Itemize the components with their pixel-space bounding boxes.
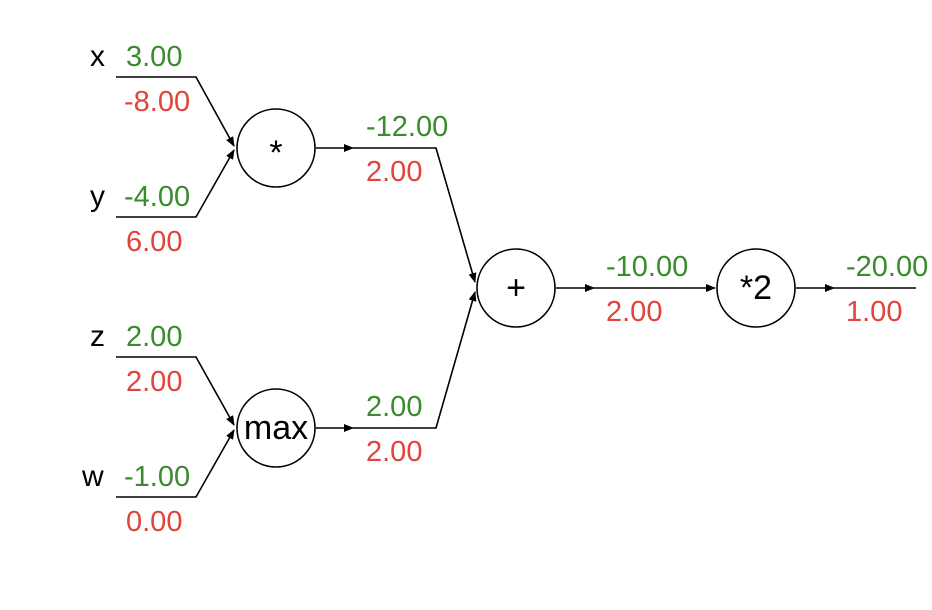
input-x-name: x <box>90 40 105 73</box>
wire-max-to-add <box>353 291 477 429</box>
wire-z-to-max <box>116 356 235 426</box>
node-max-gradient: 2.00 <box>366 436 422 468</box>
node-multiply-value: -12.00 <box>366 111 448 143</box>
input-y-name: y <box>90 180 105 213</box>
input-y-gradient: 6.00 <box>126 226 182 258</box>
input-y: y -4.00 6.00 <box>90 149 235 258</box>
node-add: + -10.00 2.00 <box>476 248 716 328</box>
node-add-gradient: 2.00 <box>606 296 662 328</box>
input-x-value: 3.00 <box>126 41 182 73</box>
input-w-name: w <box>81 460 104 493</box>
wire-w-to-max <box>116 429 235 498</box>
input-w-gradient: 0.00 <box>126 506 182 538</box>
input-z-gradient: 2.00 <box>126 366 182 398</box>
node-multiply-gradient: 2.00 <box>366 156 422 188</box>
node-add-circle <box>476 248 556 328</box>
node-times2: *2 -20.00 1.00 <box>716 248 928 328</box>
node-times2-label: *2 <box>740 269 772 307</box>
node-add-value: -10.00 <box>606 251 688 283</box>
input-x-gradient: -8.00 <box>124 86 190 118</box>
node-max-value: 2.00 <box>366 391 422 423</box>
node-max-circle <box>236 388 316 468</box>
input-x: x 3.00 -8.00 <box>90 40 235 147</box>
wire-y-to-mul <box>116 149 235 218</box>
wire-mul-to-add <box>353 147 477 283</box>
input-w-value: -1.00 <box>124 461 190 493</box>
input-y-value: -4.00 <box>124 181 190 213</box>
node-multiply-label: * <box>269 134 282 172</box>
input-z: z 2.00 2.00 <box>90 320 235 426</box>
node-times2-circle <box>716 248 796 328</box>
wire-x-to-mul <box>116 76 235 147</box>
input-z-name: z <box>90 320 105 353</box>
node-max-label: max <box>244 409 308 447</box>
input-z-value: 2.00 <box>126 321 182 353</box>
node-add-label: + <box>506 269 526 307</box>
node-times2-value: -20.00 <box>846 251 928 283</box>
node-multiply: * -12.00 2.00 <box>236 108 477 283</box>
input-w: w -1.00 0.00 <box>81 429 235 538</box>
node-max: max 2.00 2.00 <box>236 291 477 468</box>
node-times2-gradient: 1.00 <box>846 296 902 328</box>
node-multiply-circle <box>236 108 316 188</box>
